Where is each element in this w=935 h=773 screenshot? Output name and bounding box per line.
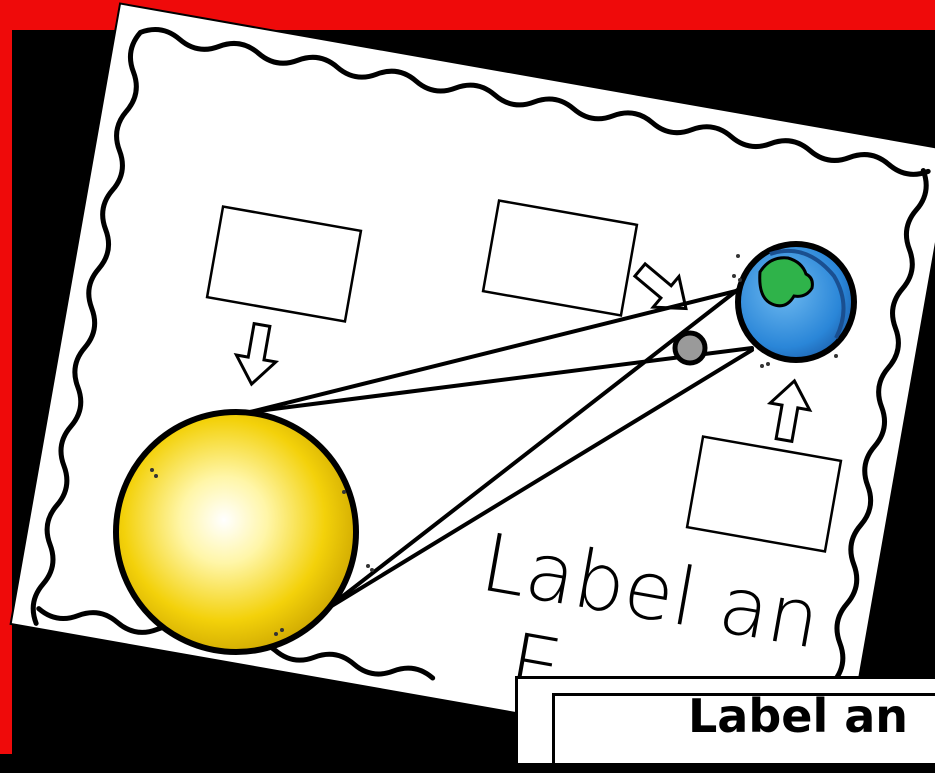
banner-card: Label an xyxy=(515,676,935,766)
sun xyxy=(116,412,356,652)
banner-title: Label an xyxy=(688,689,908,743)
eclipse-diagram: Label an E xyxy=(0,0,935,754)
moon xyxy=(675,333,705,363)
